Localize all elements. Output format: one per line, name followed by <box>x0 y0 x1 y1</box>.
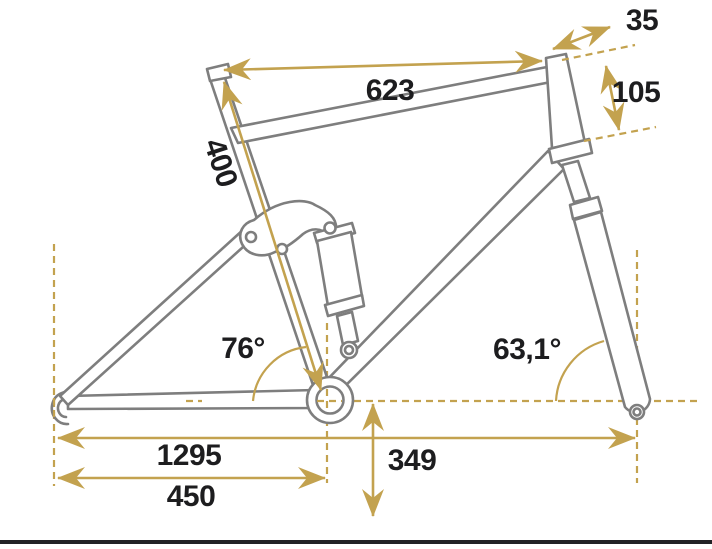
label-top-tube-length: 623 <box>365 74 415 107</box>
bottom-divider-rule <box>0 540 712 544</box>
label-seat-tube-angle: 76° <box>221 332 265 365</box>
head-tube-offset-dimension-arrow <box>552 25 611 51</box>
rocker-pivot-shock-mount <box>323 221 337 235</box>
fork-lower-leg <box>572 210 652 414</box>
reference-line-overlays <box>52 389 342 418</box>
head-tube-angle-arc <box>554 339 605 402</box>
shock-eyelet-hole <box>343 344 355 356</box>
rocker-pivot-rear <box>244 230 258 244</box>
fork-crown <box>568 195 604 221</box>
frame-outline <box>50 52 652 426</box>
label-head-tube-angle: 63,1° <box>493 333 561 366</box>
head-tube-top-dashed-extension <box>561 43 636 62</box>
head-tube-length-dimension-arrow <box>600 65 625 131</box>
shock-bottom-band <box>323 293 366 318</box>
dimension-lines <box>57 25 657 517</box>
chainstay-tube <box>66 388 321 411</box>
label-head-tube-length: 105 <box>611 76 661 109</box>
label-wheelbase: 1295 <box>156 439 222 472</box>
label-bb-height: 349 <box>387 444 437 477</box>
seat-tube-cap <box>205 62 233 83</box>
fork-steerer <box>560 159 592 204</box>
headset-lower-cup <box>547 137 594 165</box>
front-axle-hole <box>632 407 642 417</box>
seatstay-tube <box>58 227 255 407</box>
label-chainstay-length: 450 <box>166 480 216 513</box>
seat-tube-dimension-arrow <box>221 81 324 391</box>
shock-shaft <box>335 310 360 347</box>
head-tube <box>544 52 587 150</box>
seat-tube-angle-arc <box>251 345 307 402</box>
label-head-tube-offset: 35 <box>625 4 659 37</box>
top-tube-dimension-arrow <box>223 50 543 81</box>
head-tube-bottom-dashed-extension <box>583 125 657 143</box>
